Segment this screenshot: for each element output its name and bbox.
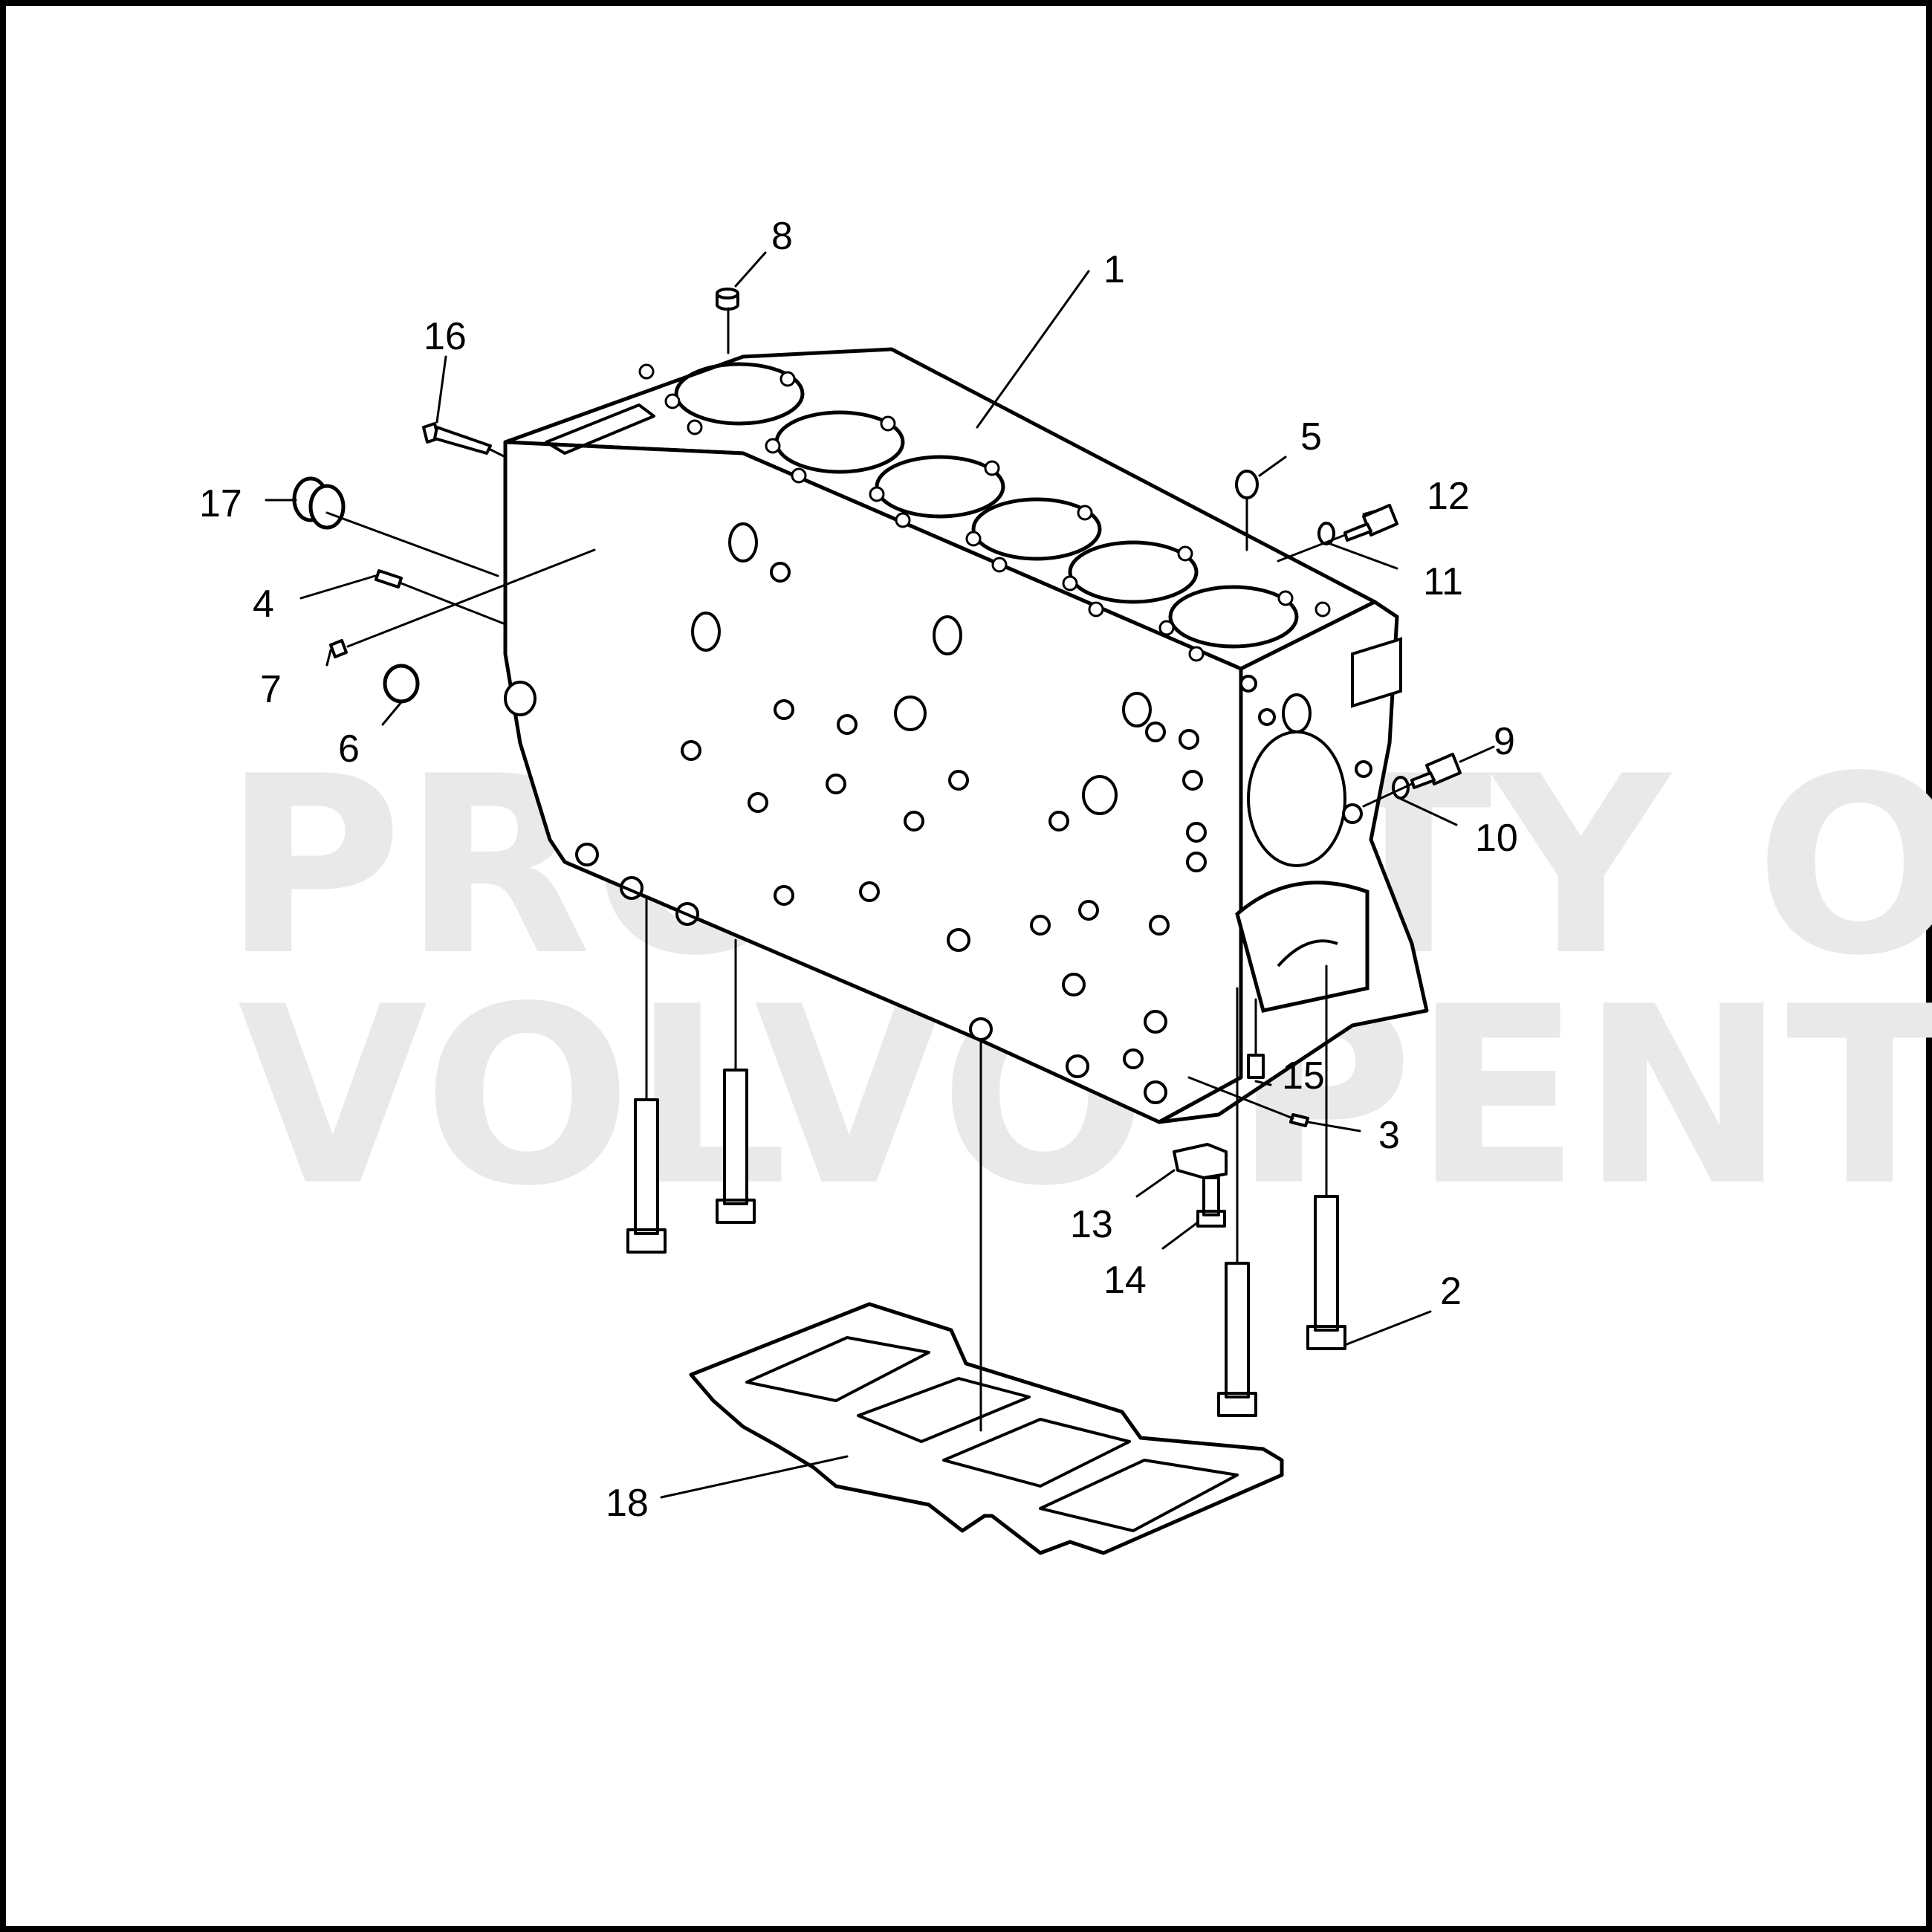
part-13-bracket [1173, 1143, 1228, 1179]
callouts: 1 2 3 4 5 6 7 8 9 10 11 12 13 14 15 16 1… [199, 215, 1518, 1525]
callout-3: 3 [1378, 1114, 1400, 1157]
deck-holes [638, 363, 1331, 662]
part-12-plug [1343, 504, 1398, 542]
callout-18: 18 [606, 1482, 649, 1525]
part-17-cap [292, 476, 346, 530]
callout-1: 1 [1103, 248, 1125, 291]
callout-13: 13 [1070, 1203, 1113, 1246]
part-16-bolt [422, 422, 492, 455]
callout-2: 2 [1440, 1270, 1462, 1313]
front-face-features [1235, 637, 1402, 1013]
part-18-gasket [689, 1302, 1284, 1555]
callout-17: 17 [199, 482, 242, 525]
callout-11: 11 [1423, 560, 1463, 603]
callout-15: 15 [1282, 1054, 1325, 1098]
callout-5: 5 [1300, 415, 1322, 458]
callout-9: 9 [1494, 720, 1515, 763]
part-11-washer [1317, 522, 1335, 545]
callout-4: 4 [253, 583, 274, 626]
part-3-pin [1289, 1113, 1309, 1127]
part-4-pin [375, 569, 403, 589]
part-14-bolt [1196, 1176, 1226, 1228]
callout-10: 10 [1475, 817, 1518, 860]
part-15-bolt [1247, 1054, 1265, 1079]
callout-12: 12 [1427, 475, 1470, 518]
callout-8: 8 [771, 215, 793, 258]
part-7-plug [329, 639, 348, 658]
callout-16: 16 [424, 315, 467, 358]
callout-6: 6 [338, 727, 360, 771]
part-5-o-ring [1235, 470, 1259, 499]
part-8-dowel [716, 288, 739, 311]
leader-lines [265, 251, 1495, 1499]
part-2-bolts [626, 1069, 1346, 1417]
part-9-plug [1410, 753, 1462, 789]
callout-14: 14 [1103, 1259, 1147, 1302]
part-6-cup-plug [383, 664, 420, 704]
callout-7: 7 [260, 668, 282, 711]
side-features [504, 522, 1312, 1104]
